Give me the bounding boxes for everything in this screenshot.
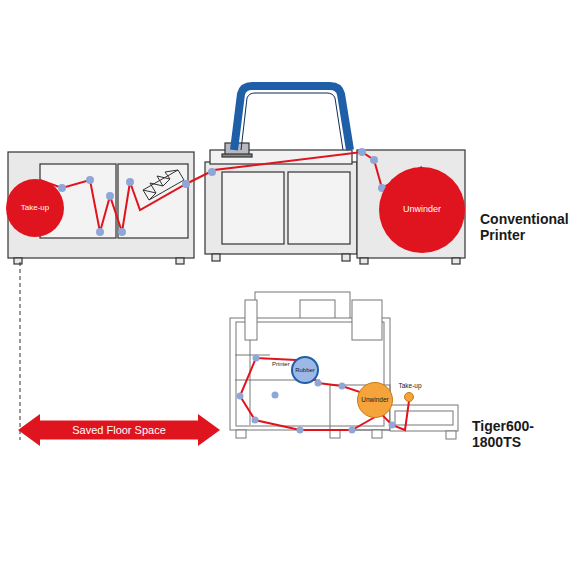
node-text: Unwinder <box>403 205 441 215</box>
unwinder-roll: Unwinder <box>357 382 393 418</box>
node-text: Take-up <box>398 382 421 389</box>
roller <box>237 355 396 434</box>
machine-title: Conventional Printer <box>480 211 580 243</box>
media-web <box>240 358 409 430</box>
tiger-machine <box>230 292 458 439</box>
take-up-roll: Take-up <box>396 382 424 404</box>
dryer-truss <box>143 170 184 200</box>
reference-line <box>20 262 21 440</box>
machine-title: Tiger600-1800TS <box>472 418 582 450</box>
unwinder-roll: Unwinder <box>379 167 465 253</box>
printer-gantry-inner <box>241 93 343 150</box>
printer-body <box>205 143 357 261</box>
node-text: Unwinder <box>361 396 388 403</box>
take-up-cabinet <box>8 152 194 264</box>
saved-space-arrow: Saved Floor Space <box>18 414 220 446</box>
media-web <box>40 152 422 232</box>
roller <box>58 148 386 236</box>
printer-gantry <box>234 86 350 150</box>
take-up-roll: Take-up <box>6 179 64 237</box>
node-text: Take-up <box>21 204 49 213</box>
unwinder-cabinet <box>357 150 465 264</box>
take-up-core <box>404 392 414 402</box>
node-text: Saved Floor Space <box>72 424 166 436</box>
part-name: Printer <box>272 361 302 368</box>
node-text: Rubber <box>295 367 315 374</box>
rubber-roll: Rubber <box>291 356 319 384</box>
